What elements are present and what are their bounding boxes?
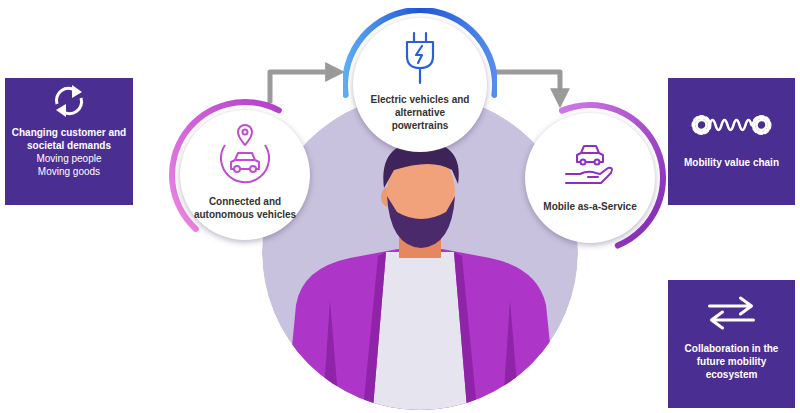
flow-arrow	[270, 72, 331, 103]
box-icon	[5, 78, 133, 126]
circle-label: Electric vehicles and alternative powert…	[366, 93, 474, 132]
box-icon	[668, 78, 795, 156]
box-heading: Collaboration in the future mobility eco…	[673, 342, 790, 381]
jacket	[285, 249, 558, 413]
topic-circle: Electric vehicles and alternative powert…	[343, 8, 497, 162]
beard	[387, 196, 455, 248]
circle-icon	[407, 33, 433, 83]
topic-circle: Connected and autonomous vehicles	[168, 98, 322, 252]
flow-arrow	[495, 72, 560, 94]
topic-circle: Mobile as-a-Service	[513, 101, 667, 255]
white-disc	[525, 113, 655, 243]
box-heading: Mobility value chain	[673, 156, 790, 169]
shirt	[372, 252, 468, 413]
circle-label: Mobile as-a-Service	[540, 200, 640, 213]
circle-icon	[221, 125, 269, 182]
info-box: Changing customer and societal demandsMo…	[5, 78, 133, 205]
circle-icon	[566, 146, 612, 183]
circle-shape	[168, 98, 322, 252]
white-disc	[353, 18, 487, 152]
lapel	[362, 252, 478, 413]
circle-shape	[343, 8, 497, 162]
box-heading: Changing customer and societal demands	[10, 126, 128, 152]
box-subtext: Moving people	[10, 152, 128, 165]
box-subtext: Moving goods	[10, 165, 128, 178]
box-icon	[668, 280, 795, 342]
white-disc	[180, 110, 310, 240]
info-box: Mobility value chain	[668, 78, 795, 205]
info-box: Collaboration in the future mobility eco…	[668, 280, 795, 408]
circle-shape	[513, 101, 667, 255]
circle-label: Connected and autonomous vehicles	[193, 195, 297, 221]
